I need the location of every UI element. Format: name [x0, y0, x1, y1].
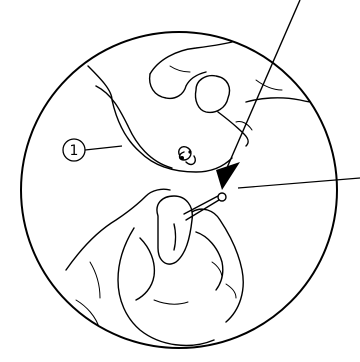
callout-label: 1 [70, 143, 79, 159]
view-circle [21, 32, 337, 348]
